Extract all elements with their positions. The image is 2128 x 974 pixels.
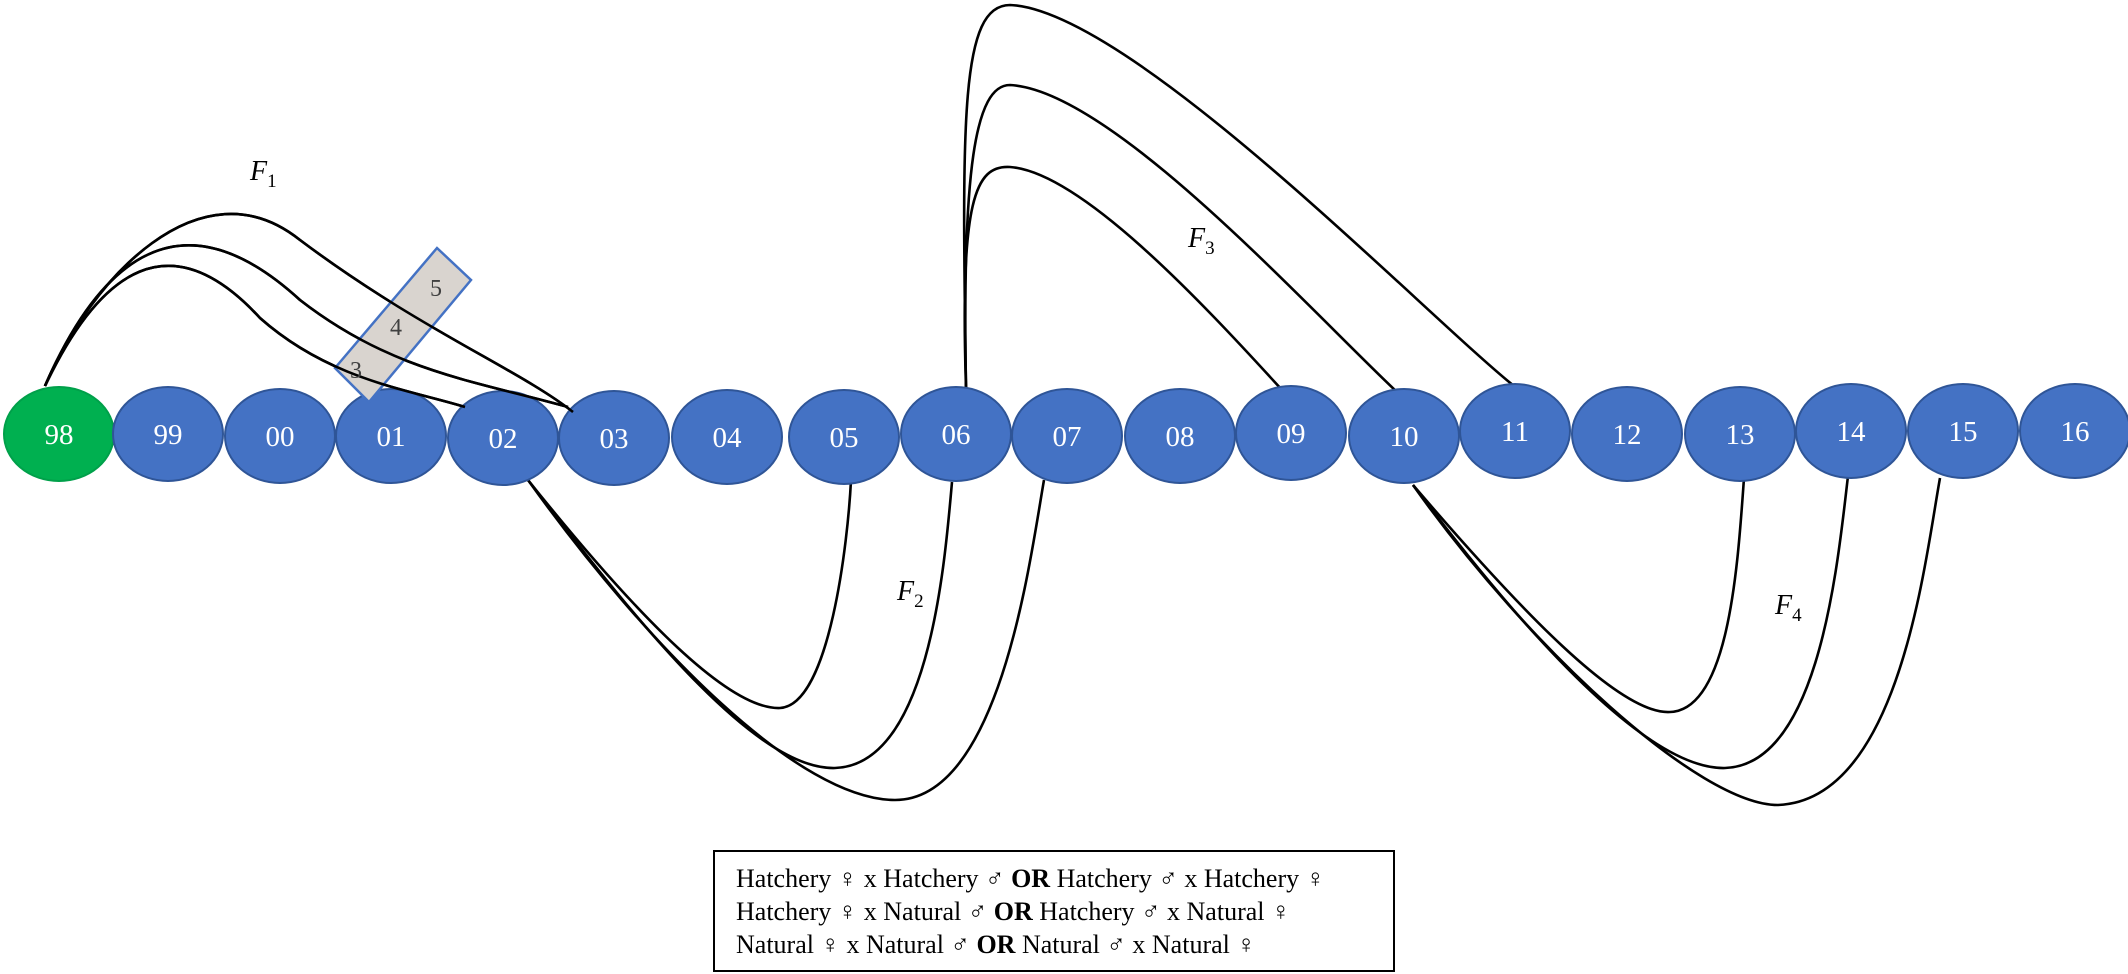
node-label: 03 [600, 423, 629, 455]
legend-line-3-a: Natural ♀ x Natural ♂ [736, 930, 977, 959]
curve-f2-outer [526, 479, 1046, 802]
node-label: 07 [1053, 421, 1082, 453]
node-ellipse [1235, 385, 1347, 481]
node-ellipse [558, 390, 670, 486]
legend-line-3: Natural ♀ x Natural ♂ OR Natural ♂ x Nat… [736, 928, 1373, 961]
legend-line-2-b: Hatchery ♂ x Natural ♀ [1032, 897, 1291, 926]
node-ellipse [1571, 386, 1683, 482]
curve-f3-inner [963, 165, 1283, 391]
node-16: 16 [2019, 383, 2128, 479]
node-label: 00 [266, 421, 295, 453]
curve-f4-inner [1412, 477, 1746, 714]
node-12: 12 [1571, 386, 1683, 482]
node-label: 10 [1390, 421, 1419, 453]
node-label: 99 [154, 419, 183, 451]
node-99: 99 [112, 386, 224, 482]
node-ellipse [2019, 383, 2128, 479]
node-label: 16 [2061, 416, 2090, 448]
node-label: 08 [1166, 421, 1195, 453]
node-ellipse [1459, 383, 1571, 479]
node-label: 14 [1837, 416, 1867, 448]
age-box-crossing-line [43, 244, 569, 409]
node-label: 12 [1613, 419, 1642, 451]
node-label: 04 [713, 422, 743, 454]
node-14: 14 [1795, 383, 1907, 479]
age-box-label-5: 5 [430, 276, 442, 302]
node-ellipse [788, 389, 900, 485]
legend-line-3-or: OR [976, 930, 1016, 959]
curve-f4-outer [1411, 477, 1942, 807]
generation-label-f3: F3 [1187, 223, 1215, 259]
node-label: 06 [942, 419, 971, 451]
node-label: 13 [1726, 419, 1755, 451]
age-box-rect [333, 246, 473, 404]
legend-line-2-a: Hatchery ♀ x Natural ♂ [736, 897, 994, 926]
node-ellipse [1684, 386, 1796, 482]
generation-label-f4: F4 [1774, 590, 1802, 626]
legend-line-3-b: Natural ♂ x Natural ♀ [1015, 930, 1256, 959]
legend-line-1: Hatchery ♀ x Hatchery ♂ OR Hatchery ♂ x … [736, 862, 1373, 895]
node-label: 01 [377, 421, 406, 453]
node-ellipse [900, 386, 1012, 482]
age-box-crossing-line [43, 264, 466, 409]
generation-subscript: 1 [267, 171, 277, 192]
node-02: 02 [447, 390, 559, 486]
generation-subscript: 2 [914, 591, 924, 612]
node-label: 05 [830, 422, 859, 454]
node-03: 03 [558, 390, 670, 486]
node-ellipse [1907, 383, 2019, 479]
curve-f2-inner [526, 479, 853, 710]
generation-subscript: 3 [1205, 238, 1215, 259]
node-07: 07 [1011, 388, 1123, 484]
age-box-label-4: 4 [390, 315, 402, 341]
node-ellipse [1011, 388, 1123, 484]
age-box-crossing-line [43, 212, 574, 414]
node-ellipse [112, 386, 224, 482]
node-ellipse [671, 389, 783, 485]
node-11: 11 [1459, 383, 1571, 479]
node-00: 00 [224, 388, 336, 484]
node-label: 15 [1949, 416, 1978, 448]
node-label: 02 [489, 423, 518, 455]
node-05: 05 [788, 389, 900, 485]
generation-subscript: 4 [1792, 605, 1802, 626]
age-box: 3 4 5 [43, 212, 574, 414]
generation-label-f2: F2 [896, 576, 924, 612]
node-ellipse [1795, 383, 1907, 479]
legend-line-2: Hatchery ♀ x Natural ♂ OR Hatchery ♂ x N… [736, 895, 1373, 928]
node-06: 06 [900, 386, 1012, 482]
curve-f3-outer [962, 3, 1515, 389]
legend-box: Hatchery ♀ x Hatchery ♂ OR Hatchery ♂ x … [713, 850, 1395, 972]
generation-label-f1: F1 [249, 156, 277, 192]
year-nodes: 98 99 00 01 02 03 04 05 06 07 08 09 10 11 12 13 14 15 16 [3, 383, 2128, 486]
node-label: 98 [45, 419, 74, 451]
node-10: 10 [1348, 388, 1460, 484]
node-15: 15 [1907, 383, 2019, 479]
node-ellipse [1348, 388, 1460, 484]
node-01: 01 [335, 388, 447, 484]
curve-f2-middle [526, 479, 954, 770]
node-label: 11 [1501, 416, 1529, 448]
curve-f1-outer [43, 212, 574, 414]
node-ellipse [1124, 388, 1236, 484]
node-09: 09 [1235, 385, 1347, 481]
node-98: 98 [3, 386, 115, 482]
node-08: 08 [1124, 388, 1236, 484]
legend-line-1-or: OR [1011, 864, 1051, 893]
node-ellipse [335, 388, 447, 484]
age-box-label-3: 3 [350, 358, 362, 384]
node-label: 09 [1277, 418, 1306, 450]
node-13: 13 [1684, 386, 1796, 482]
curve-f3-middle [964, 83, 1399, 394]
legend-line-1-a: Hatchery ♀ x Hatchery ♂ [736, 864, 1012, 893]
legend-line-2-or: OR [993, 897, 1033, 926]
legend-line-1-b: Hatchery ♂ x Hatchery ♀ [1050, 864, 1326, 893]
node-04: 04 [671, 389, 783, 485]
